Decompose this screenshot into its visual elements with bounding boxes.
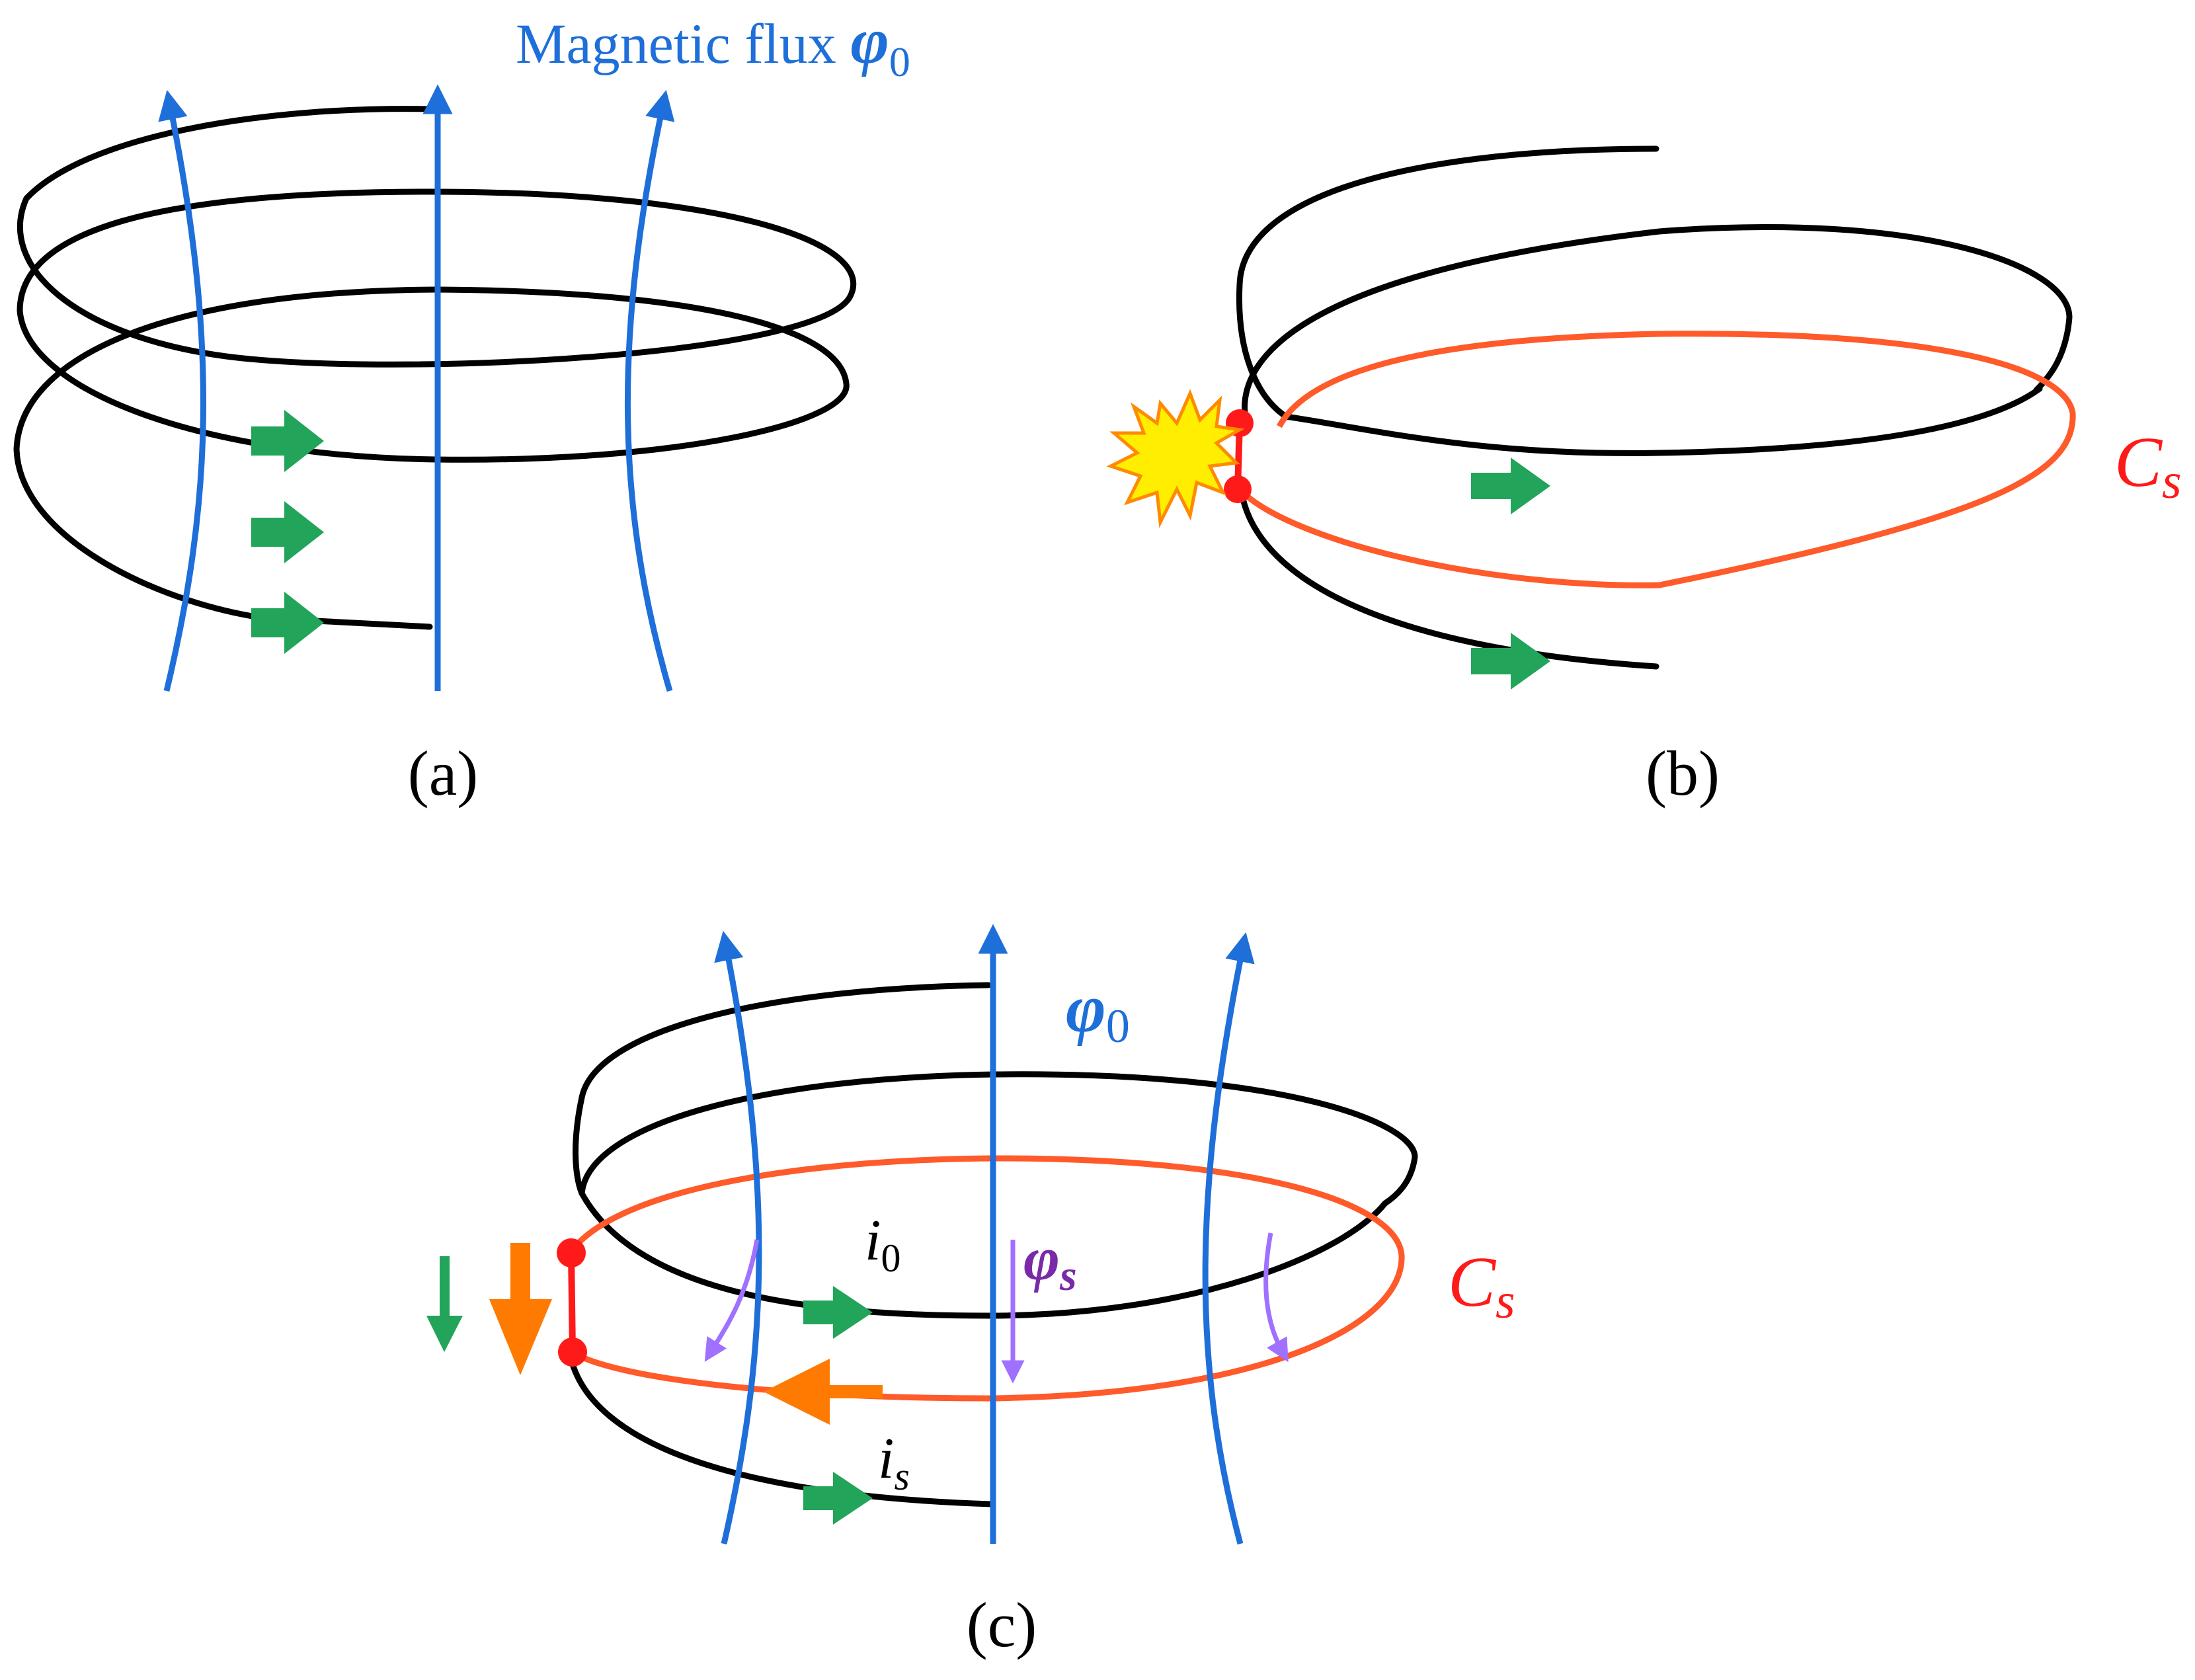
current-arrows-b (1471, 458, 1550, 690)
cs-label-c: Cs (1448, 1243, 1515, 1329)
flux-line-left (158, 89, 207, 692)
current-arrow-icon (1471, 633, 1550, 690)
induced-flux-arrows-c (704, 1232, 1289, 1384)
coil-wire-a (13, 106, 857, 630)
panel-a: Magnetic flux φ0 (a) (13, 4, 910, 809)
coil-wire-b (1236, 145, 2073, 670)
flux-line-right (624, 89, 675, 692)
current-arrow-icon (251, 410, 324, 472)
spark-burst-icon (1106, 389, 1245, 528)
phis-label: φs (1023, 1224, 1077, 1300)
flux-line-left (714, 930, 762, 1544)
short-point-top-c (557, 1238, 586, 1267)
shorted-turn-cs-b (1240, 331, 2076, 588)
flux-line-right (1202, 932, 1255, 1545)
flux-label-a: Magnetic flux φ0 (516, 4, 910, 85)
current-arrows-c (803, 1286, 873, 1525)
i0-label: i0 (865, 1209, 900, 1280)
short-link-c (568, 1252, 576, 1353)
induced-flux-curl-left (704, 1239, 760, 1362)
coil-wire-c (569, 982, 1418, 1507)
current-arrows-a (251, 410, 324, 654)
current-arrow-icon (251, 592, 324, 654)
down-arrow-green-icon (426, 1256, 463, 1352)
short-point-bottom-b (1224, 475, 1252, 503)
current-arrow-icon (803, 1472, 873, 1525)
down-arrow-orange-icon (489, 1243, 552, 1375)
current-arrow-icon (803, 1286, 873, 1339)
caption-c: (c) (967, 1589, 1037, 1660)
caption-a: (a) (408, 738, 479, 809)
flux-lines-c (714, 924, 1255, 1545)
caption-b: (b) (1646, 738, 1720, 809)
panel-c: φ0 Cs i0 is φs (c) (426, 924, 1515, 1660)
is-label: is (878, 1427, 910, 1498)
current-arrow-icon (251, 501, 324, 563)
cs-label-b: Cs (2114, 423, 2182, 509)
current-arrow-icon (1471, 458, 1550, 514)
panel-b: Cs (b) (1106, 145, 2182, 809)
induced-flux-curl-right (1263, 1232, 1289, 1363)
flux-lines-a (158, 84, 675, 692)
flux-label-c: φ0 (1066, 971, 1130, 1053)
induced-current-arrow-icon (764, 1359, 883, 1425)
short-point-bottom-c (558, 1338, 587, 1367)
